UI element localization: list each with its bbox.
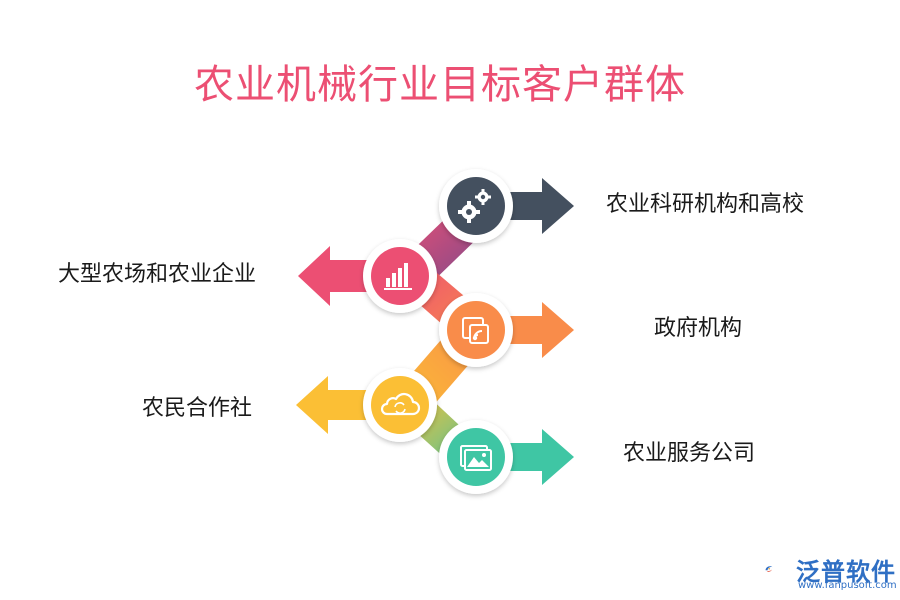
cloud-sync-icon [380, 392, 421, 416]
node-large-farms [363, 239, 437, 313]
label-research-institutes: 农业科研机构和高校 [606, 192, 805, 217]
document-signal-icon [462, 317, 489, 344]
node-cooperatives [363, 368, 437, 442]
label-large-farms: 大型农场和农业企业 [58, 262, 257, 287]
logo-icon [765, 566, 773, 572]
label-cooperatives: 农民合作社 [142, 396, 253, 421]
page-title: 农业机械行业目标客户群体 [194, 62, 686, 108]
logo-name: 泛普软件 [796, 558, 896, 586]
logo [765, 566, 773, 572]
node-research [439, 169, 513, 243]
label-government: 政府机构 [654, 316, 743, 341]
gears-icon [458, 189, 491, 223]
node-service-companies [439, 420, 513, 494]
logo-url: www.fanpusoft.com [798, 580, 897, 591]
label-service-companies: 农业服务公司 [623, 441, 756, 466]
node-government [439, 293, 513, 367]
bar-chart-icon [384, 263, 412, 290]
image-gallery-icon [460, 445, 492, 471]
